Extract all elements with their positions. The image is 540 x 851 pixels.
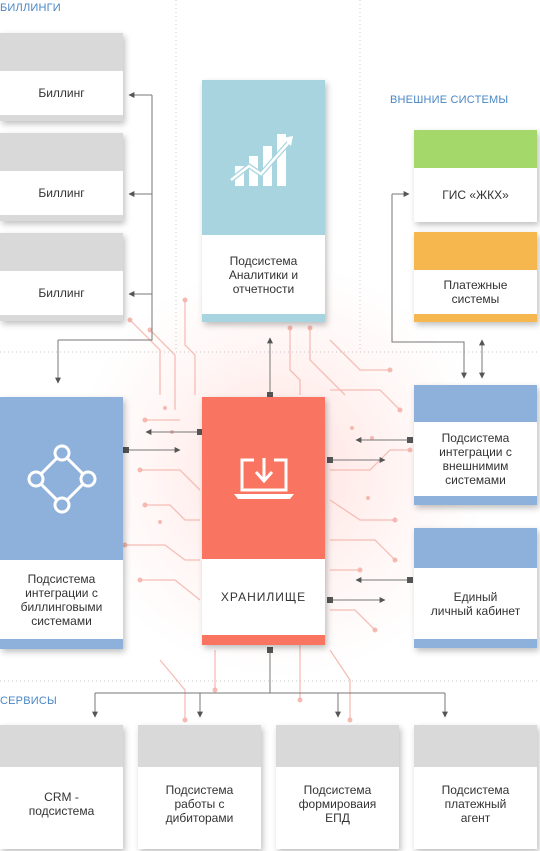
external-integration-footer xyxy=(414,496,537,505)
cabinet-box: Единый личный кабинет xyxy=(414,528,537,648)
service-header xyxy=(138,725,261,767)
billing-box-header xyxy=(0,133,123,171)
cabinet-header xyxy=(414,528,537,568)
billing-box-header xyxy=(0,233,123,271)
billing-box-footer xyxy=(0,215,123,221)
service-box-debtors: Подсистема работы с дибиторами xyxy=(138,725,261,849)
billing-box-footer xyxy=(0,115,123,121)
external-integration-label: Подсистема интеграции с внешнимим систем… xyxy=(439,431,512,487)
external-integration-box: Подсистема интеграции с внешнимим систем… xyxy=(414,385,537,505)
service-header xyxy=(276,725,399,767)
service-label: Подсистема платежный агент xyxy=(441,783,510,825)
section-title-services: СЕРВИСЫ xyxy=(0,695,57,707)
gis-label: ГИС «ЖКХ» xyxy=(442,188,509,202)
billing-integration-label: Подсистема интеграции с биллинговыми сис… xyxy=(20,571,103,628)
storage-box: ХРАНИЛИЩЕ xyxy=(202,397,325,645)
analytics-header xyxy=(202,80,325,235)
storage-label: ХРАНИЛИЩЕ xyxy=(220,590,307,604)
bar-chart-growth-icon xyxy=(228,133,293,186)
billing-box-label: Биллинг xyxy=(38,286,85,300)
cabinet-footer xyxy=(414,639,537,648)
analytics-footer xyxy=(202,314,325,322)
service-header xyxy=(414,725,537,767)
gis-header xyxy=(414,130,537,168)
billing-box-1: Биллинг xyxy=(0,33,123,121)
payments-header xyxy=(414,232,537,270)
service-label: Подсистема формироваия ЕПД xyxy=(298,783,377,825)
payments-box: Платежные системы xyxy=(414,232,537,322)
service-label: CRM - подсистема xyxy=(28,790,95,818)
gis-box: ГИС «ЖКХ» xyxy=(414,130,537,222)
circuit-dots xyxy=(122,297,413,723)
external-integration-header xyxy=(414,385,537,422)
network-nodes-icon xyxy=(27,444,96,513)
billing-integration-header xyxy=(0,397,123,560)
storage-footer xyxy=(202,635,325,645)
analytics-label: Подсистема Аналитики и отчетности xyxy=(228,253,299,296)
billing-box-3: Биллинг xyxy=(0,233,123,321)
service-box-crm: CRM - подсистема xyxy=(0,725,123,849)
cabinet-label: Единый личный кабинет xyxy=(430,589,521,618)
arrows xyxy=(55,92,485,718)
billing-box-2: Биллинг xyxy=(0,133,123,221)
laptop-download-icon xyxy=(233,458,294,499)
section-title-external: ВНЕШНИЕ СИСТЕМЫ xyxy=(390,94,509,106)
connector-squares xyxy=(123,392,413,653)
billing-box-footer xyxy=(0,315,123,321)
service-header xyxy=(0,725,123,767)
billing-integration-box: Подсистема интеграции с биллинговыми сис… xyxy=(0,397,123,649)
payments-label: Платежные системы xyxy=(443,278,508,306)
service-box-epd: Подсистема формироваия ЕПД xyxy=(276,725,399,849)
analytics-box: Подсистема Аналитики и отчетности xyxy=(202,80,325,322)
dotted-separators xyxy=(0,0,540,682)
billing-box-label: Биллинг xyxy=(38,86,85,100)
billing-box-label: Биллинг xyxy=(38,186,85,200)
service-label: Подсистема работы с дибиторами xyxy=(165,783,234,825)
billing-box-header xyxy=(0,33,123,71)
section-title-billing: БИЛЛИНГИ xyxy=(0,2,61,14)
payments-footer xyxy=(414,314,537,322)
billing-integration-footer xyxy=(0,639,123,649)
service-box-payment-agent: Подсистема платежный агент xyxy=(414,725,537,849)
storage-header xyxy=(202,397,325,559)
